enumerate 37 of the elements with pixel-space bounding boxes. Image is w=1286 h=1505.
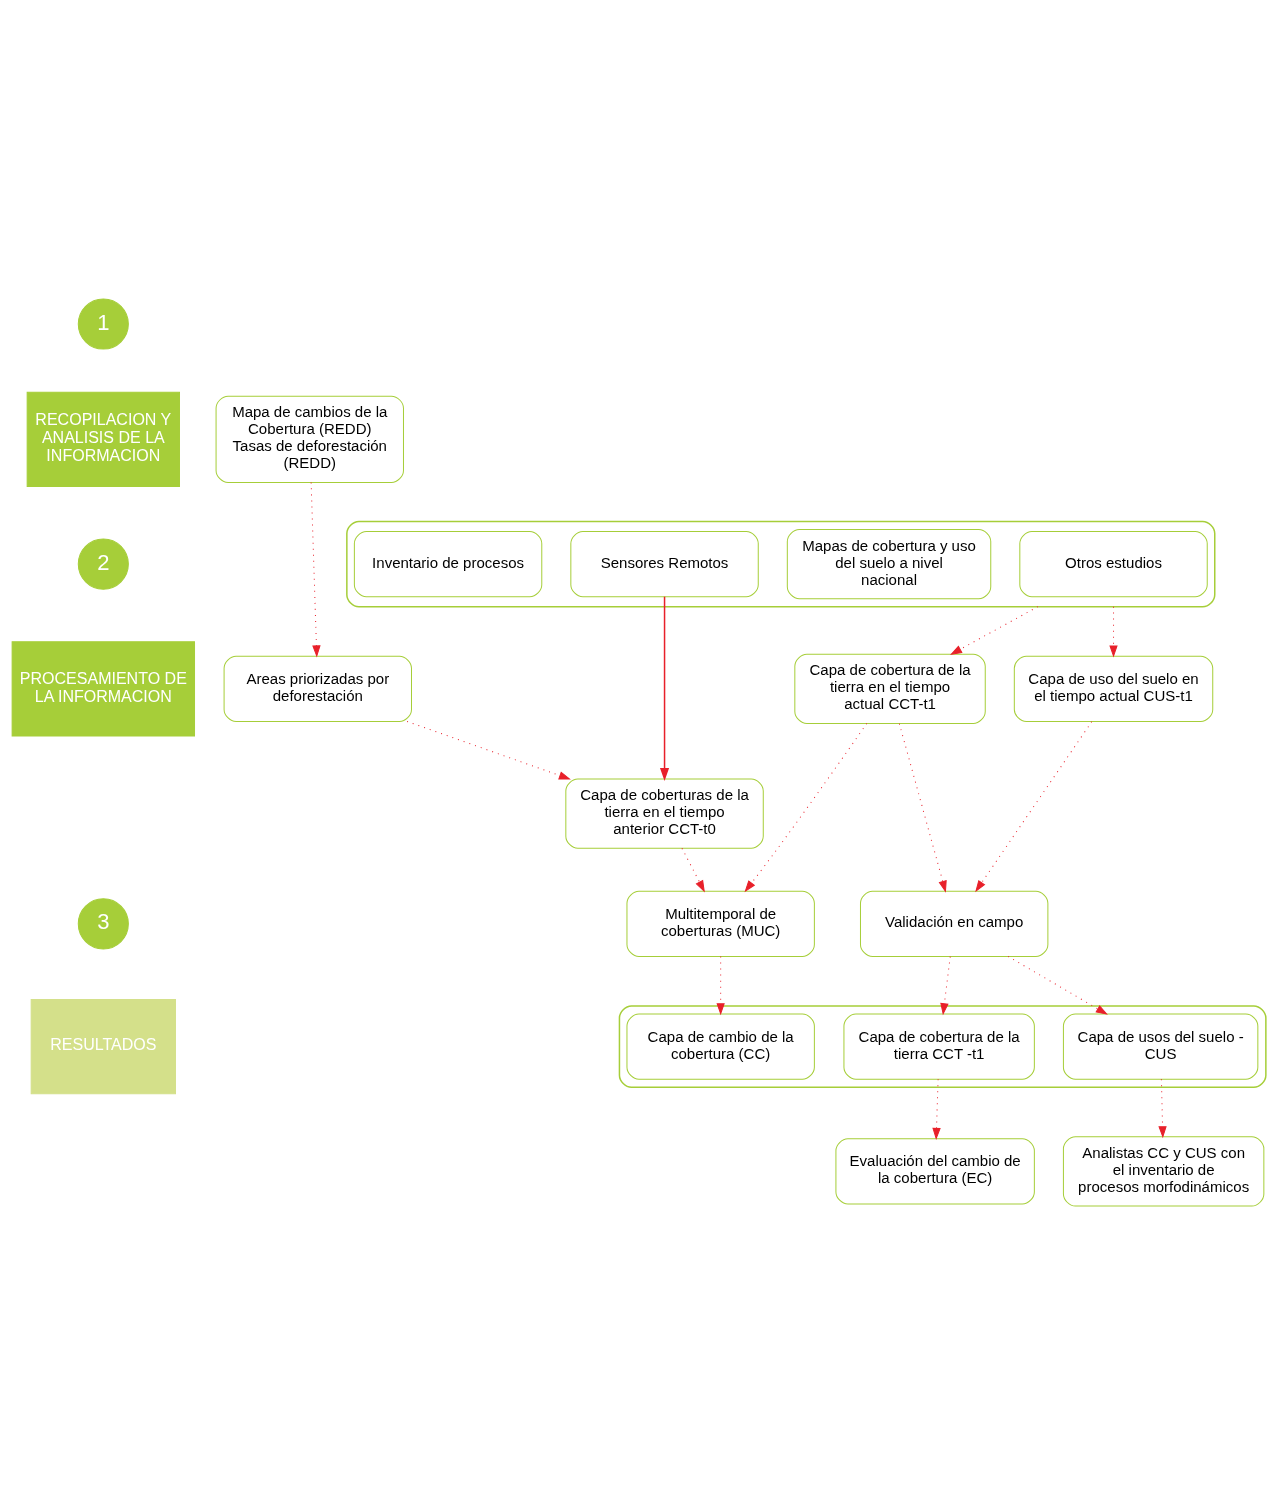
arrow	[1158, 1078, 1167, 1138]
arrow	[940, 956, 951, 1015]
node-box: Mapa de cambios de la Cobertura (REDD) Tasas de deforestación (REDD)	[215, 395, 404, 483]
arrow	[898, 723, 947, 892]
arrow	[1109, 606, 1118, 657]
node-box: Multitemporal de coberturas (MUC)	[626, 890, 815, 957]
node-box: Analistas CC y CUS con el inventario de procesos morfodinámicos	[1062, 1136, 1265, 1207]
cluster	[346, 520, 1216, 608]
node-box: Mapas de cobertura y uso del suelo a nivel nacional	[786, 529, 992, 600]
arrow	[975, 721, 1093, 892]
arrow	[406, 721, 570, 780]
node-box: Capa de cobertura de la tierra en el tiempo actual CCT-t1	[794, 653, 986, 724]
node-box: Otros estudios	[1019, 531, 1208, 598]
node-circle: 2	[77, 538, 129, 590]
arrow	[681, 847, 705, 892]
node-box: Capa de cambio de la cobertura (CC)	[626, 1013, 815, 1080]
arrow	[950, 606, 1039, 655]
node-box: Areas priorizadas por deforestación	[223, 655, 412, 722]
node-box: Inventario de procesos	[353, 531, 543, 598]
arrow	[716, 956, 725, 1015]
node-box: Sensores Remotos	[570, 531, 759, 598]
node-box: Capa de usos del suelo - CUS	[1062, 1013, 1259, 1080]
arrow	[660, 595, 670, 782]
node-box: Validación en campo	[860, 890, 1049, 957]
node-box: PROCESAMIENTO DE LA INFORMACION	[11, 641, 195, 737]
node-box: RECOPILACION Y ANALISIS DE LA INFORMACION	[26, 391, 180, 487]
node-circle: 1	[77, 298, 129, 350]
arrow	[1007, 955, 1108, 1015]
arrow	[310, 482, 321, 657]
node-circle: 3	[77, 898, 129, 950]
node-box: Capa de coberturas de la tierra en el tiempo anterior CCT-t0	[565, 778, 764, 849]
node-box: RESULTADOS	[30, 999, 176, 1095]
node-box: Capa de cobertura de la tierra CCT -t1	[843, 1013, 1035, 1080]
node-box: Capa de uso del suelo en el tiempo actual CUS-t1	[1013, 655, 1214, 722]
arrow	[932, 1078, 941, 1139]
node-box: Evaluación del cambio de la cobertura (EC)	[835, 1138, 1035, 1205]
arrow	[744, 723, 868, 892]
